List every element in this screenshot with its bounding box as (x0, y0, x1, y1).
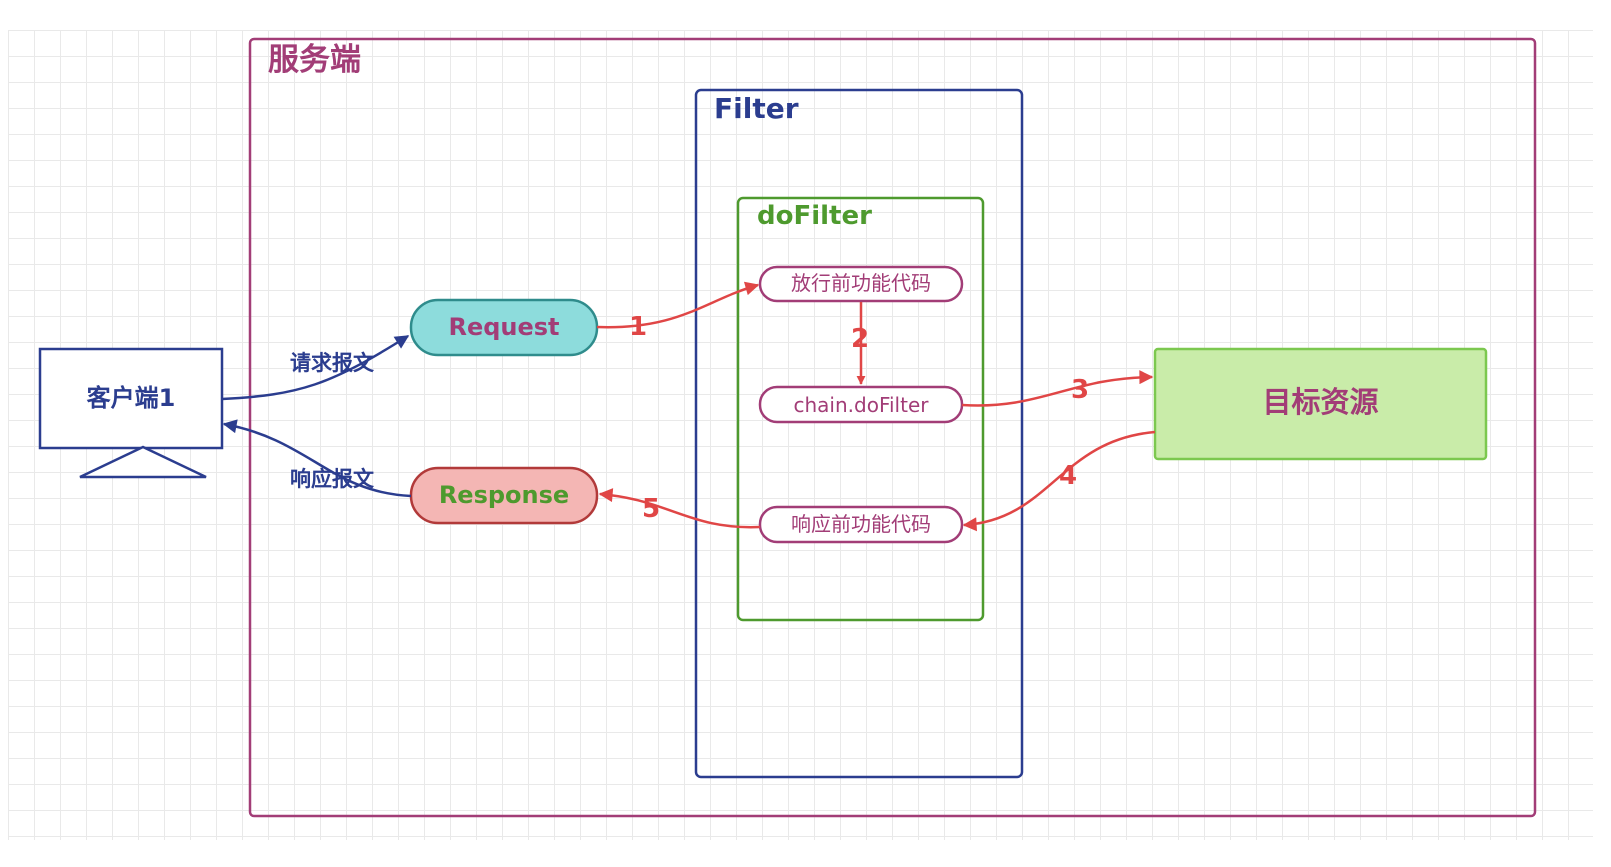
flow-number-3: 3 (1071, 375, 1090, 405)
response-message-arrow (222, 419, 412, 498)
server-boundary (248, 37, 1537, 818)
server-title: 服务端 (268, 42, 361, 78)
request-message-arrow (221, 334, 410, 401)
filter-title: Filter (714, 92, 799, 125)
request-label: Request (448, 313, 560, 341)
step-chain-label: chain.doFilter (793, 393, 929, 417)
flow-arrow-4 (962, 430, 1156, 532)
step-post-label: 响应前功能代码 (791, 512, 931, 536)
step-post-pill[interactable] (758, 505, 964, 544)
flow-number-1: 1 (629, 312, 648, 342)
flow-arrow-5 (598, 488, 761, 529)
dofilter-title: doFilter (757, 201, 872, 231)
flow-number-2: 2 (851, 324, 870, 354)
step-chain-pill[interactable] (758, 385, 964, 424)
flow-number-4: 4 (1059, 461, 1078, 491)
target-resource-label: 目标资源 (1262, 385, 1379, 419)
client-label: 客户端1 (86, 384, 176, 412)
target-resource-box[interactable] (1153, 347, 1488, 461)
step-pre-pill[interactable] (758, 265, 964, 303)
flow-number-5: 5 (642, 494, 661, 524)
step-pre-label: 放行前功能代码 (791, 271, 931, 295)
request-message-label: 请求报文 (290, 351, 374, 375)
flow-arrow-3 (961, 370, 1154, 407)
client-monitor-stand (79, 445, 207, 479)
dofilter-boundary (736, 196, 985, 622)
response-label: Response (438, 481, 570, 509)
client-monitor[interactable] (38, 347, 224, 450)
filter-boundary (694, 88, 1024, 779)
flow-arrow-1 (596, 281, 760, 329)
response-message-label: 响应报文 (290, 467, 374, 491)
